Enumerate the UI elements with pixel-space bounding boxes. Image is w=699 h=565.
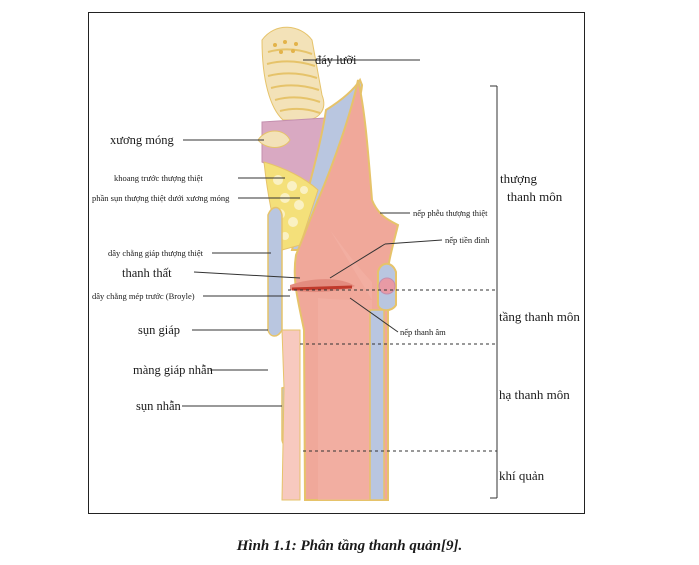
cricoid-cartilage-posterior [369, 309, 385, 501]
tongue-base [261, 26, 325, 121]
region-dividers [288, 289, 497, 452]
label-thanh-that: thanh thất [122, 266, 172, 280]
label-sun-nhan: sụn nhẫn [136, 399, 181, 413]
airway-lumen [318, 230, 372, 500]
region-thuong-line2: thanh môn [507, 189, 563, 204]
label-mang-giap-nhan: màng giáp nhẫn [133, 363, 213, 377]
label-nep-tien-dinh: nếp tiền đình [445, 235, 490, 245]
leader-lines [182, 59, 443, 407]
region-thuong-line1: thượng [500, 171, 538, 186]
label-xuong-mong: xương móng [110, 133, 174, 147]
arytenoid-inner [378, 277, 396, 295]
figure-caption: Hình 1.1: Phân tầng thanh quản[9]. [236, 538, 463, 554]
region-khi-quan: khí quản [499, 468, 545, 483]
label-sun-giap: sụn giáp [138, 323, 181, 337]
label-khoang-truoc: khoang trước thượng thiệt [114, 173, 203, 183]
label-nep-pheu: nếp phễu thượng thiệt [413, 208, 488, 218]
label-nep-thanh-am: nếp thanh âm [400, 327, 446, 337]
region-tang-thanh-mon: tầng thanh môn [499, 309, 580, 324]
label-day-chang-mep: dây chằng mép trước (Broyle) [92, 291, 195, 301]
vocal-fold-line [291, 285, 353, 291]
hyoid-bone [257, 130, 291, 148]
label-day-chang-giap: dây chằng giáp thượng thiệt [108, 248, 204, 258]
region-ha-thanh-mon: hạ thanh môn [499, 387, 570, 402]
label-day-luoi: đáy lưỡi [315, 53, 357, 67]
label-phan-sun: phần sụn thượng thiệt dưới xương móng [92, 193, 230, 203]
region-bracket [490, 85, 498, 499]
anterior-wall [281, 329, 301, 501]
thyroid-cartilage [267, 206, 283, 337]
